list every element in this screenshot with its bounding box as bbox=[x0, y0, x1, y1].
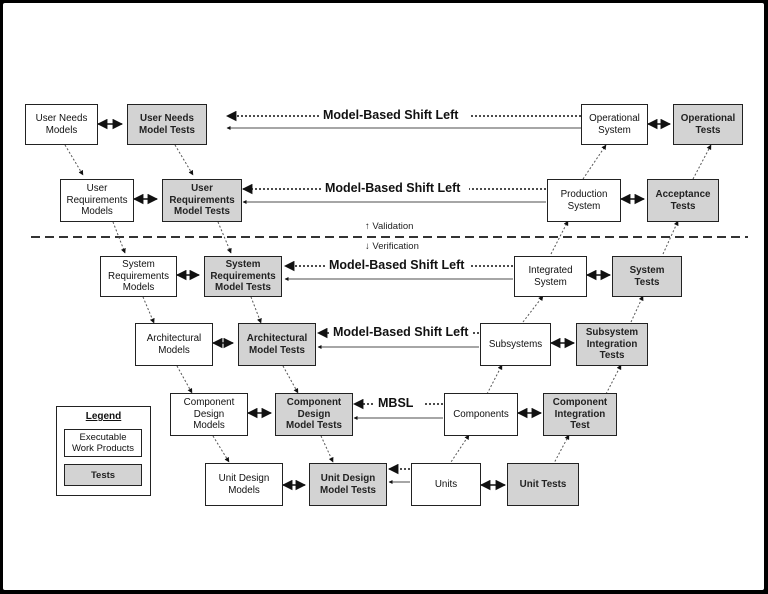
unit-design-model-tests-box: Unit Design Model Tests bbox=[309, 463, 387, 506]
subsystems-box: Subsystems bbox=[480, 323, 551, 366]
units-box: Units bbox=[411, 463, 481, 506]
component-integration-test-box: Component Integration Test bbox=[543, 393, 617, 436]
shift-left-label-row5: MBSL bbox=[376, 396, 416, 410]
unit-tests-box: Unit Tests bbox=[507, 463, 579, 506]
subsystem-integration-tests-box: Subsystem Integration Tests bbox=[576, 323, 648, 366]
decomp-arrow bbox=[176, 365, 193, 394]
verification-label: ↓ Verification bbox=[365, 241, 419, 252]
legend-title: Legend bbox=[85, 411, 122, 422]
user-needs-models-box: User Needs Models bbox=[25, 104, 98, 145]
legend-executable-work-products: Executable Work Products bbox=[64, 429, 142, 457]
v-model-diagram: User Needs Models User Requirements Mode… bbox=[3, 3, 764, 590]
decomp-arrow bbox=[250, 296, 262, 324]
decomp-arrow bbox=[142, 296, 155, 324]
integrated-system-box: Integrated System bbox=[514, 256, 587, 297]
decomp-arrow bbox=[282, 365, 299, 394]
components-box: Components bbox=[444, 393, 518, 436]
system-requirements-model-tests-box: System Requirements Model Tests bbox=[204, 256, 282, 297]
decomp-arrow bbox=[212, 435, 230, 463]
legend: Legend Executable Work Products Tests bbox=[56, 406, 151, 496]
integration-arrow bbox=[582, 144, 607, 180]
integration-arrow bbox=[522, 295, 544, 323]
integration-arrow bbox=[630, 295, 644, 323]
decomp-arrow bbox=[112, 221, 126, 254]
validation-label: ↑ Validation bbox=[365, 221, 414, 232]
integration-arrow bbox=[448, 434, 470, 466]
integration-arrow bbox=[605, 364, 622, 395]
shift-left-label-row3: Model-Based Shift Left bbox=[327, 258, 467, 272]
production-system-box: Production System bbox=[547, 179, 621, 222]
component-design-models-box: Component Design Models bbox=[170, 393, 248, 436]
operational-tests-box: Operational Tests bbox=[673, 104, 743, 145]
shift-left-label-row2: Model-Based Shift Left bbox=[323, 181, 463, 195]
system-tests-box: System Tests bbox=[612, 256, 682, 297]
legend-tests: Tests bbox=[64, 464, 142, 486]
shift-left-label-row1: Model-Based Shift Left bbox=[321, 108, 461, 122]
user-requirements-models-box: User Requirements Models bbox=[60, 179, 134, 222]
decomp-arrow bbox=[217, 221, 232, 254]
decomp-arrow bbox=[174, 144, 194, 176]
component-design-model-tests-box: Component Design Model Tests bbox=[275, 393, 353, 436]
connector-layer bbox=[31, 110, 748, 491]
system-requirements-models-box: System Requirements Models bbox=[100, 256, 177, 297]
unit-design-models-box: Unit Design Models bbox=[205, 463, 283, 506]
user-needs-model-tests-box: User Needs Model Tests bbox=[127, 104, 207, 145]
decomp-arrow bbox=[320, 435, 334, 463]
shift-left-label-row4: Model-Based Shift Left bbox=[331, 325, 471, 339]
integration-arrow bbox=[692, 144, 712, 180]
user-requirements-model-tests-box: User Requirements Model Tests bbox=[162, 179, 242, 222]
architectural-models-box: Architectural Models bbox=[135, 323, 213, 366]
architectural-model-tests-box: Architectural Model Tests bbox=[238, 323, 316, 366]
decomp-arrow bbox=[64, 144, 84, 176]
acceptance-tests-box: Acceptance Tests bbox=[647, 179, 719, 222]
integration-arrow bbox=[486, 364, 503, 395]
integration-arrow bbox=[552, 434, 570, 466]
operational-system-box: Operational System bbox=[581, 104, 648, 145]
